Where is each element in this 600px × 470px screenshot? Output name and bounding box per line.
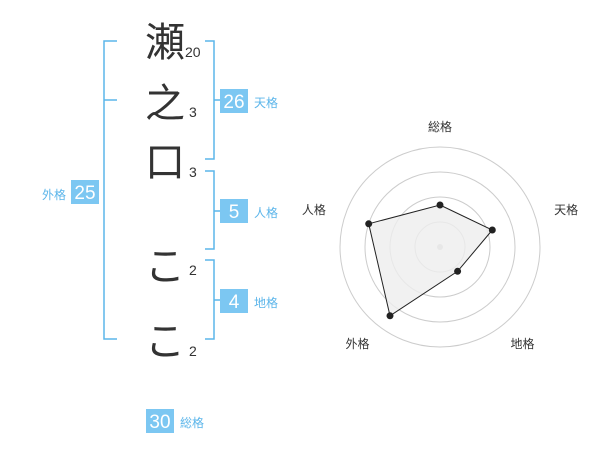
name-char-4: こ: [145, 244, 185, 290]
chikaku-bracket: [205, 259, 220, 340]
tenkaku-value: 26: [223, 92, 244, 113]
gaikaku-bracket: [103, 40, 117, 340]
radar-point-1: [436, 201, 444, 209]
stroke-count-3: 3: [189, 164, 197, 180]
radar-ring-3: [364, 171, 516, 323]
jinkaku-bracket: [205, 170, 220, 250]
chikaku-badge-bg: [220, 289, 248, 313]
radar-series-area: [368, 204, 494, 317]
jinkaku-badge: 5 人格: [220, 199, 278, 223]
radar-ring-4: [339, 146, 541, 348]
tenkaku-badge-bg: [220, 89, 248, 113]
name-char-5: こ: [145, 319, 185, 365]
radar-point-3: [454, 267, 462, 275]
tenkaku-label: 天格: [254, 95, 278, 110]
jinkaku-badge-bg: [220, 199, 248, 223]
stroke-count-4: 2: [189, 262, 197, 278]
tenkaku-bracket: [205, 40, 220, 160]
radar-point-4: [386, 312, 394, 320]
radar-axis-label-1: 総格: [428, 119, 452, 134]
soukaku-label: 総格: [180, 415, 204, 430]
radar-axis-label-5: 人格: [302, 202, 326, 217]
stroke-count-1: 20: [185, 44, 201, 60]
soukaku-value: 30: [149, 412, 170, 433]
gaikaku-label: 外格: [42, 187, 66, 202]
name-column: 瀬 20 之 3 口 3 こ 2 こ 2: [145, 20, 201, 365]
chikaku-label: 地格: [254, 295, 278, 310]
stroke-count-2: 3: [189, 104, 197, 120]
gaikaku-badge-bg: [71, 180, 99, 204]
gaikaku-badge: 外格 25: [42, 180, 99, 204]
radar-axis-label-4: 外格: [345, 336, 369, 351]
radar-axis-label-2: 天格: [554, 202, 578, 217]
radar-axis-label-3: 地格: [511, 336, 535, 351]
chikaku-value: 4: [229, 292, 240, 313]
radar-point-2: [488, 226, 496, 234]
stroke-count-5: 2: [189, 343, 197, 359]
brackets: [103, 40, 220, 340]
jinkaku-value: 5: [229, 202, 240, 223]
name-char-3: 口: [145, 140, 185, 186]
tenkaku-badge: 26 天格: [220, 89, 278, 113]
radar-point-5: [365, 220, 373, 228]
name-char-2: 之: [145, 81, 185, 127]
soukaku-badge-bg: [146, 409, 174, 433]
gaikaku-value: 25: [74, 183, 95, 204]
name-char-1: 瀬: [145, 20, 185, 66]
chikaku-badge: 4 地格: [220, 289, 278, 313]
soukaku-badge: 30 総格: [146, 409, 204, 433]
jinkaku-label: 人格: [254, 205, 278, 220]
